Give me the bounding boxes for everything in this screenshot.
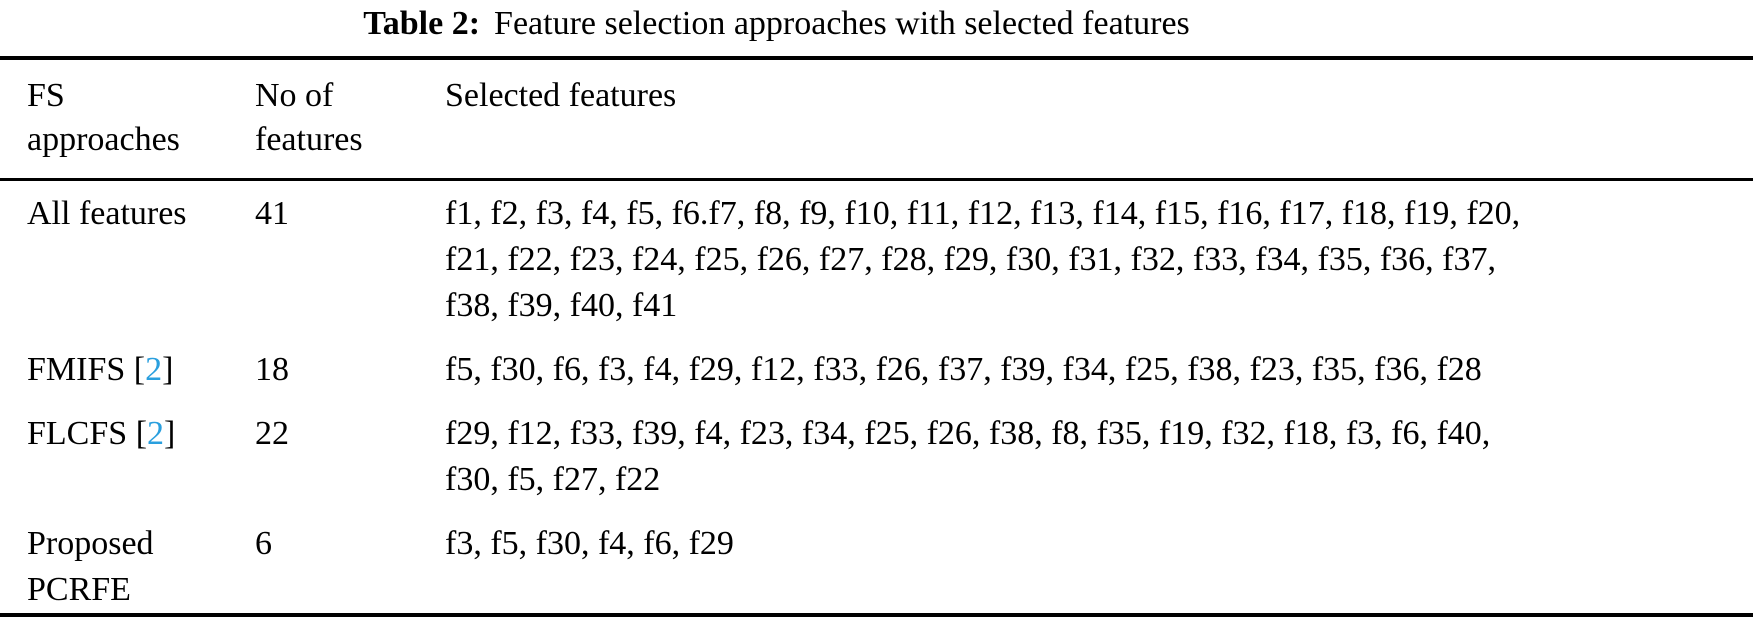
- selected-features-cell: f3, f5, f30, f4, f6, f29: [445, 525, 734, 562]
- feature-selection-table: FS approaches No of features Selected fe…: [0, 56, 1753, 617]
- document-page: Table 2: Feature selection approaches wit…: [0, 0, 1753, 617]
- feature-count-cell: 18: [255, 351, 289, 388]
- fs-approach-name: Proposed PCRFE: [27, 525, 154, 608]
- fs-approach-name: FLCFS: [27, 415, 128, 452]
- feature-count-cell: 41: [255, 195, 289, 232]
- fs-approach-cell: All features: [27, 191, 255, 329]
- table-row: FMIFS [2] 18 f5, f30, f6, f3, f4, f29, f…: [0, 347, 1753, 393]
- selected-features-cell: f5, f30, f6, f3, f4, f29, f12, f33, f26,…: [445, 351, 1482, 388]
- table-caption-label: Table 2:: [363, 5, 481, 42]
- header-no-of-features: No of features: [255, 77, 363, 158]
- fs-approach-cell: Proposed PCRFE: [27, 521, 255, 613]
- header-fs-approaches: FS approaches: [27, 77, 180, 158]
- citation-link[interactable]: 2: [147, 415, 165, 452]
- feature-count-cell: 6: [255, 525, 272, 562]
- table-header-row: FS approaches No of features Selected fe…: [0, 60, 1753, 181]
- table-caption-text: Feature selection approaches with select…: [494, 5, 1190, 42]
- header-selected-features: Selected features: [445, 77, 677, 114]
- table-body: All features 41 f1, f2, f3, f4, f5, f6.f…: [0, 181, 1753, 617]
- selected-features-cell: f29, f12, f33, f39, f4, f23, f34, f25, f…: [445, 415, 1491, 498]
- fs-approach-cell: FLCFS [2]: [27, 411, 255, 503]
- feature-count-cell: 22: [255, 415, 289, 452]
- fs-approach-name: FMIFS: [27, 351, 126, 388]
- table-row: All features 41 f1, f2, f3, f4, f5, f6.f…: [0, 191, 1753, 329]
- fs-approach-name: All features: [27, 195, 187, 232]
- table-row: Proposed PCRFE 6 f3, f5, f30, f4, f6, f2…: [0, 521, 1753, 613]
- citation-bracket-open: [: [125, 351, 146, 388]
- citation-bracket-close: ]: [162, 351, 174, 388]
- selected-features-cell: f1, f2, f3, f4, f5, f6.f7, f8, f9, f10, …: [445, 195, 1521, 324]
- citation-link[interactable]: 2: [145, 351, 163, 388]
- table-row: FLCFS [2] 22 f29, f12, f33, f39, f4, f23…: [0, 411, 1753, 503]
- citation-bracket-close: ]: [164, 415, 176, 452]
- citation-bracket-open: [: [127, 415, 148, 452]
- fs-approach-cell: FMIFS [2]: [27, 347, 255, 393]
- table-caption: Table 2: Feature selection approaches wit…: [0, 0, 1753, 56]
